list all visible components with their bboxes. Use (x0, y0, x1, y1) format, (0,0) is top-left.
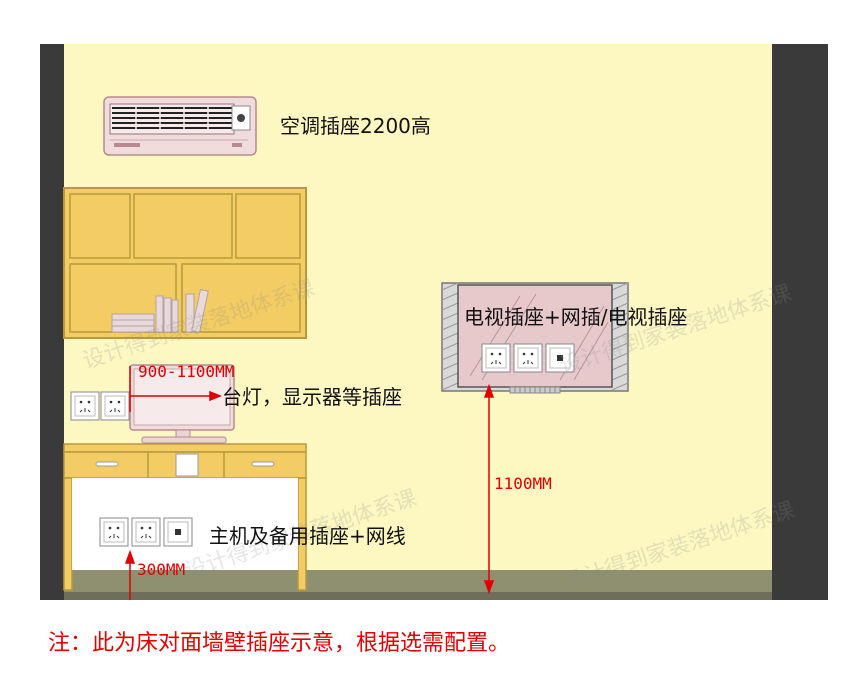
host-sockets (99, 517, 193, 547)
right-column (772, 44, 828, 600)
socket-icon (131, 517, 161, 547)
air-conditioner-icon (103, 96, 257, 156)
dimension-300 (124, 549, 136, 600)
floor-base (64, 592, 772, 600)
note-text: 注：此为床对面墙壁插座示意，根据选需配置。 (48, 631, 511, 656)
dimension-1100 (483, 383, 495, 595)
socket-icon (99, 517, 129, 547)
socket-icon (513, 343, 543, 373)
lamp-sockets (70, 391, 130, 421)
dim-300-label: 300MM (137, 560, 186, 579)
floor (64, 570, 772, 592)
ac-socket-label: 空调插座2200高 (280, 114, 431, 138)
tv-socket-label: 电视插座+网插/电视插座 (464, 305, 688, 329)
dimension-900-1100 (129, 366, 223, 412)
network-socket-icon (545, 343, 575, 373)
dim-900-1100-label: 900-1100MM (138, 362, 235, 381)
dim-1100-label: 1100MM (494, 474, 552, 493)
socket-icon (481, 343, 511, 373)
socket-icon (70, 391, 100, 421)
socket-icon (100, 391, 130, 421)
lamp-socket-label: 台灯，显示器等插座 (222, 385, 402, 409)
left-column (40, 44, 64, 600)
tv-sockets (481, 343, 575, 373)
host-socket-label: 主机及备用插座+网线 (209, 524, 406, 548)
bookshelf-icon (63, 187, 307, 339)
network-socket-icon (163, 517, 193, 547)
